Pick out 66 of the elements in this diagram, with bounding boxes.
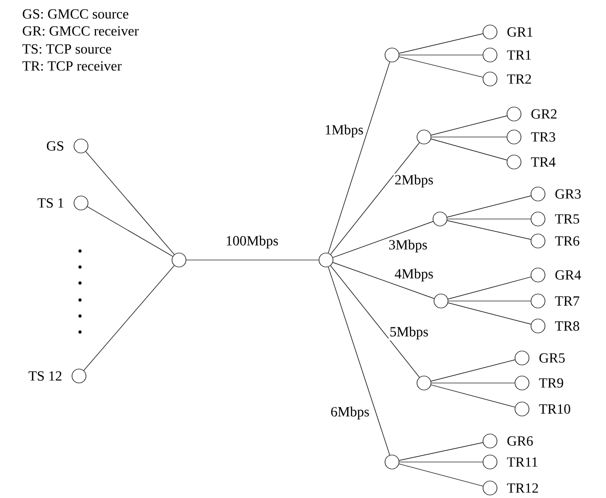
router-circle [384,454,400,470]
node-label: GR4 [555,270,582,280]
edge-label: 100Mbps [224,234,280,250]
link-line [328,266,390,456]
node-label: GR6 [507,436,533,446]
link-line [430,384,516,408]
legend-text: GS: GMCC source [22,9,128,19]
node-label: TR11 [507,457,538,467]
link-line [398,56,484,78]
link-line [446,196,532,218]
link-line [431,382,515,384]
node-label: GS [46,141,64,151]
node-label: GR2 [531,109,557,119]
link-line [448,300,531,302]
link-line [398,464,484,486]
link-line [330,265,420,378]
router-circle [416,130,432,144]
link-line [430,116,508,136]
node-label: TR3 [531,132,556,142]
node-label: GR5 [539,353,565,363]
edge-label: 1Mbps [324,124,364,138]
link-line [87,206,173,257]
node-label: TR7 [555,296,580,306]
edge-label: 6Mbps [330,406,370,420]
node-label: TR6 [555,236,580,246]
legend-text: TR: TCP receiver [22,61,122,71]
router-circle [434,294,448,308]
node-label: TR10 [539,404,570,414]
link-line [332,262,434,299]
router-circle [384,48,400,62]
node-label: TR2 [507,74,531,84]
link-line [85,151,175,255]
link-line [398,442,484,461]
link-line [430,360,516,382]
router-circle [432,212,448,226]
node-label: TR1 [507,50,531,60]
edge-label: 5Mbps [388,326,430,340]
link-line [448,276,532,300]
link-line [399,54,483,56]
link-line [398,33,484,54]
link-line [446,220,532,240]
link-line [431,136,507,138]
node-label: TR8 [555,321,580,331]
legend-text: GR: GMCC receiver [22,26,139,36]
legend-text: TS: TCP source [22,44,112,54]
edge-label: 3Mbps [388,238,428,254]
edge-label: 2Mbps [394,174,434,188]
node-label: TR9 [539,378,564,388]
link-line [328,62,390,254]
link-line [447,218,531,220]
link-line [332,221,434,258]
router-circle [172,252,186,268]
node-label: TR4 [531,157,556,167]
router-circle [318,252,334,268]
link-line [330,142,420,255]
link-line [430,138,508,160]
link-line [448,302,532,324]
node-label: TR12 [507,483,538,493]
node-label: TS 12 [28,371,62,381]
router-circle [416,376,432,390]
node-label: GR3 [555,189,581,199]
node-label: TS 1 [38,198,64,208]
node-label: GR1 [507,27,532,37]
edge-label: 4Mbps [394,268,434,282]
node-label: TR5 [555,214,580,224]
link-line [83,265,175,371]
